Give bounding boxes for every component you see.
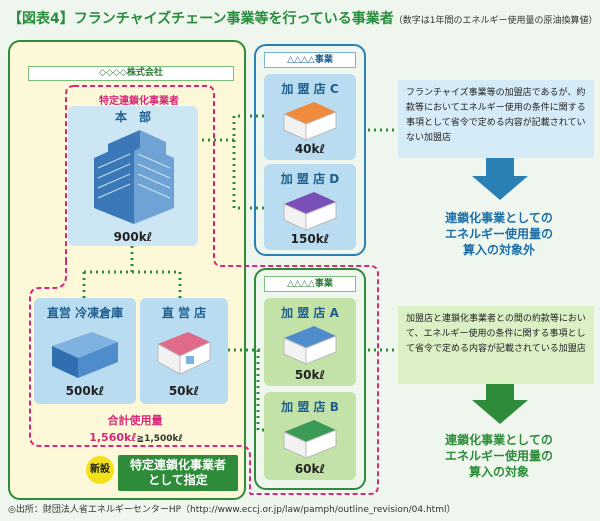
direct-store-usage: 50kℓ (168, 384, 200, 398)
total-value-row: 1,560kℓ≧1,500kℓ (56, 426, 216, 445)
title-note: （数字は1年間のエネルギー使用量の原油換算値） (393, 16, 598, 26)
shop-purple-icon (283, 192, 337, 231)
warehouse-icon (52, 332, 118, 378)
total-compare: ≧1,500kℓ (136, 434, 183, 444)
store-a-usage: 50kℓ (294, 368, 326, 382)
franchise-top-result-line2: エネルギー使用量の (444, 227, 553, 241)
direct-warehouse-panel: 直営 冷凍倉庫 500kℓ (34, 298, 136, 404)
designated-line2: として指定 (148, 473, 208, 487)
hq-panel: 本 部 900kℓ (68, 106, 198, 246)
connector-hq-d (232, 140, 290, 210)
direct-store-panel: 直 営 店 50kℓ (140, 298, 228, 404)
title-main: 【図表4】フランチャイズチェーン事業等を行っている事業者 (8, 11, 394, 27)
hq-group-label: 特定連鎖化事業者 (99, 96, 179, 107)
page-title: 【図表4】フランチャイズチェーン事業等を行っている事業者（数字は1年間のエネルギ… (8, 8, 598, 28)
store-b-panel: 加 盟 店 B 60kℓ (264, 392, 356, 480)
shop-pink-icon (157, 332, 211, 375)
franchise-top-result-line3: 算入の対象外 (462, 243, 535, 257)
franchise-bottom-description: 加盟店と連鎖化事業者との間の約款等において、エネルギー使用の条件に関する事項とし… (398, 306, 594, 384)
designated-label: 特定連鎖化事業者 として指定 (118, 455, 238, 491)
franchise-bottom-result-line1: 連鎖化事業としての (445, 433, 553, 447)
pink-outline-top-left (65, 85, 75, 260)
connector-b (256, 350, 290, 432)
source-note: ◎出所：財団法人省エネルギーセンターHP（http://www.eccj.or.… (8, 505, 456, 515)
pink-outline-right (74, 85, 379, 495)
direct-warehouse-usage: 500kℓ (65, 384, 105, 398)
direct-warehouse-name: 直営 冷凍倉庫 (46, 306, 124, 320)
franchise-bottom-result: 連鎖化事業としての エネルギー使用量の 算入の対象 (404, 432, 594, 480)
designated-line1: 特定連鎖化事業者 (129, 458, 226, 472)
store-c-name: 加 盟 店 C (281, 82, 339, 96)
shop-blue-icon (283, 326, 337, 365)
hq-usage: 900kℓ (113, 230, 153, 244)
store-a-name: 加 盟 店 A (281, 306, 339, 320)
store-b-name: 加 盟 店 B (281, 400, 339, 414)
shop-green-icon (283, 420, 337, 459)
store-d-panel: 加 盟 店 D 150kℓ (264, 164, 356, 250)
franchise-top-result-line1: 連鎖化事業としての (445, 211, 553, 225)
total-value: 1,560kℓ (89, 431, 137, 444)
franchise-top-box (254, 44, 366, 256)
franchise-bottom-label: △△△△事業 (264, 276, 356, 292)
hq-name: 本 部 (114, 110, 151, 124)
shop-orange-icon (283, 102, 337, 141)
pink-outline-left (29, 260, 251, 494)
direct-store-name: 直 営 店 (161, 306, 207, 320)
arrow-bottom (472, 382, 528, 424)
new-badge: 新設 (86, 456, 114, 484)
total-label: 合計使用量 (107, 414, 163, 427)
franchise-bottom-box (254, 268, 366, 490)
store-b-usage: 60kℓ (294, 462, 326, 476)
arrow-top (472, 158, 528, 200)
franchise-top-description: フランチャイズ事業等の加盟店であるが、約款等においてエネルギー使用の条件に関する… (398, 80, 594, 158)
store-d-usage: 150kℓ (290, 232, 330, 246)
store-d-name: 加 盟 店 D (280, 172, 340, 186)
connector-hq-c (196, 114, 290, 142)
franchise-top-result: 連鎖化事業としての エネルギー使用量の 算入の対象外 (404, 210, 594, 258)
franchise-top-label: △△△△事業 (264, 52, 356, 68)
office-building-icon (94, 130, 174, 224)
franchise-bottom-result-line3: 算入の対象 (468, 465, 529, 479)
dotted-connectors (82, 114, 400, 432)
store-c-panel: 加 盟 店 C 40kℓ (264, 74, 356, 160)
company-label: ◇◇◇◇株式会社 (28, 66, 234, 81)
store-a-panel: 加 盟 店 A 50kℓ (264, 298, 356, 386)
franchise-bottom-result-line2: エネルギー使用量の (444, 449, 553, 463)
store-c-usage: 40kℓ (294, 142, 326, 156)
